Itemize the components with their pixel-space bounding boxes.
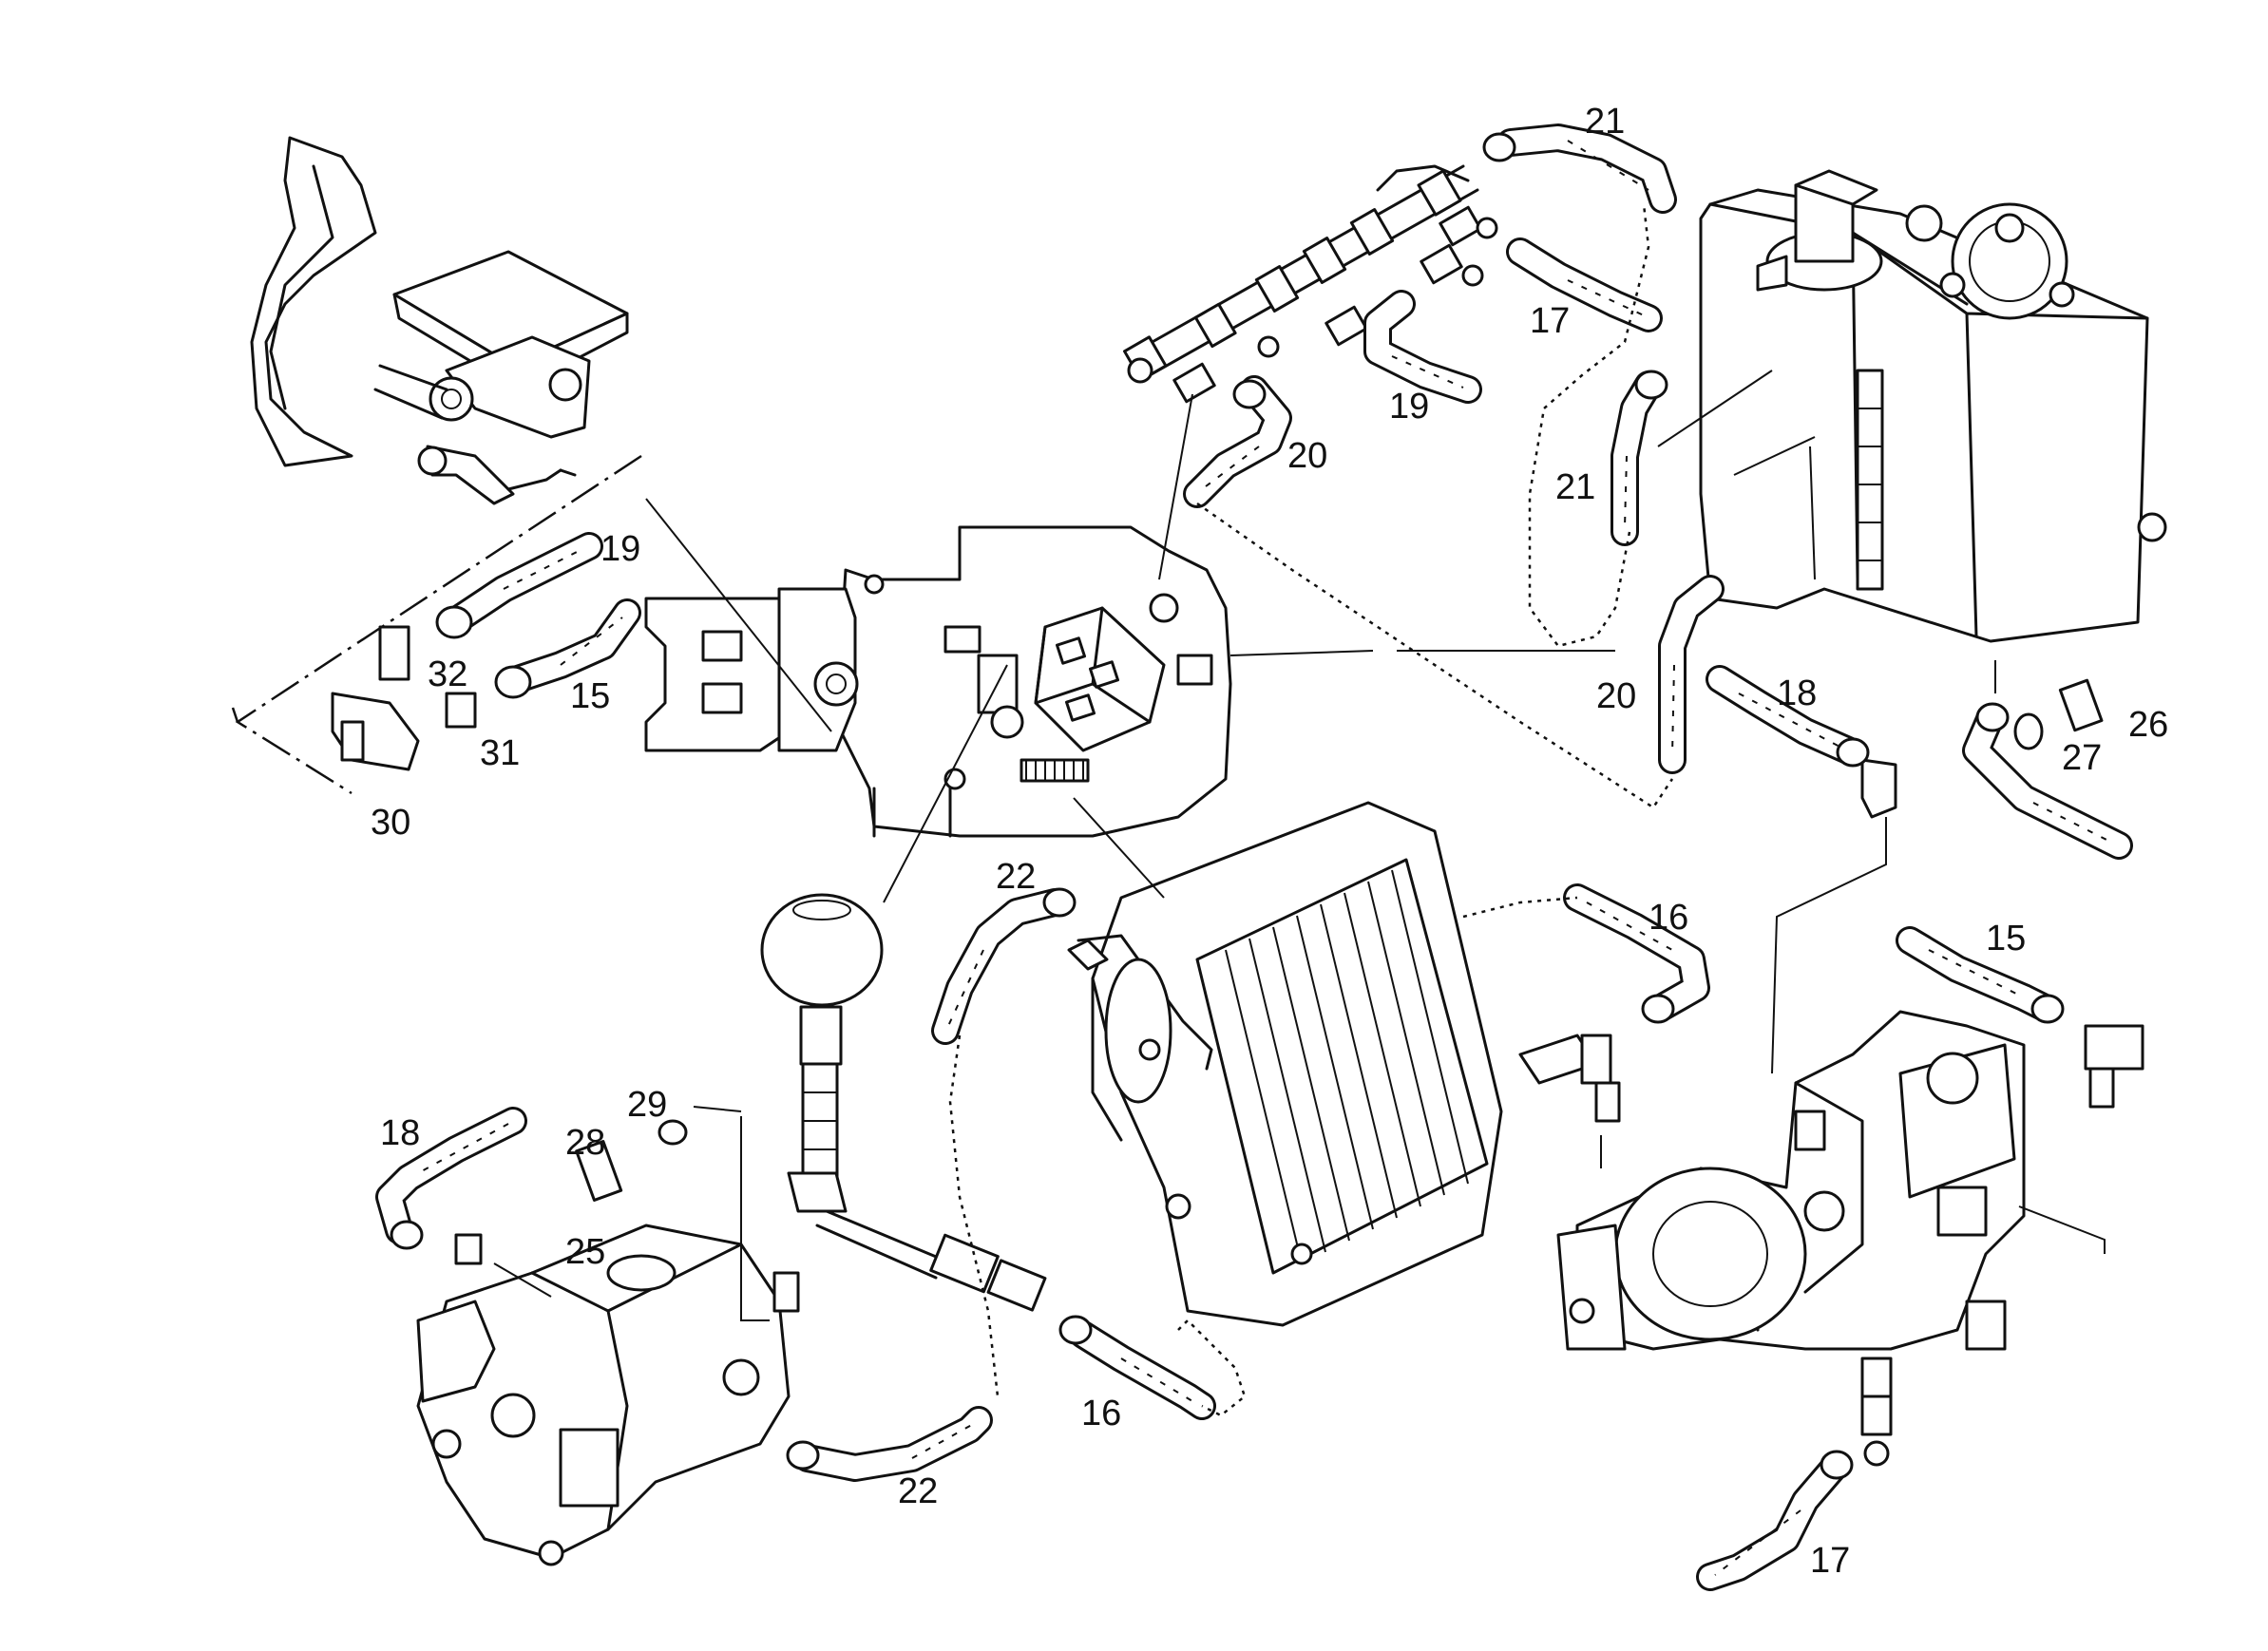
callout-32: 32 [428, 655, 467, 694]
callout-25: 25 [565, 1232, 605, 1272]
manifold-pipe [1123, 164, 1498, 404]
pedal-assembly [250, 136, 629, 505]
callout-15-left: 15 [570, 676, 610, 716]
callout-20-top: 20 [1287, 436, 1327, 476]
oil-tank [1699, 169, 2167, 643]
accumulator [760, 893, 1047, 1312]
leader-lines [231, 203, 2106, 1417]
callout-18-mid: 18 [1777, 674, 1817, 713]
callout-16-bottom: 16 [1081, 1394, 1121, 1433]
callout-30: 30 [371, 803, 410, 843]
callout-21-mid: 21 [1555, 467, 1595, 507]
callout-19-top: 19 [1389, 387, 1429, 427]
callout-labels: 21 17 19 20 21 19 32 15 31 30 20 18 26 2… [371, 102, 2168, 1581]
fittings [331, 625, 2144, 1467]
callout-28: 28 [565, 1123, 605, 1163]
callout-18-left: 18 [380, 1113, 420, 1153]
callout-22-bottom: 22 [898, 1471, 938, 1511]
callout-19-left: 19 [600, 529, 640, 569]
callout-16-right: 16 [1649, 898, 1688, 938]
hydraulic-motor [416, 1224, 800, 1566]
callout-17-top: 17 [1530, 301, 1570, 341]
hoses [375, 123, 2133, 1591]
callout-31: 31 [480, 733, 520, 773]
oil-cooler [1067, 801, 1503, 1327]
callout-26: 26 [2128, 705, 2168, 745]
callout-22-top: 22 [996, 857, 1036, 897]
callout-27: 27 [2062, 738, 2102, 778]
callout-29: 29 [627, 1085, 667, 1125]
callout-21-top: 21 [1585, 102, 1625, 142]
callout-15-right: 15 [1986, 919, 2026, 958]
callout-20-mid: 20 [1596, 676, 1636, 716]
central-valve-block [644, 525, 1232, 838]
callout-17-bottom: 17 [1810, 1541, 1850, 1581]
hydraulic-pump [1556, 1010, 2026, 1351]
